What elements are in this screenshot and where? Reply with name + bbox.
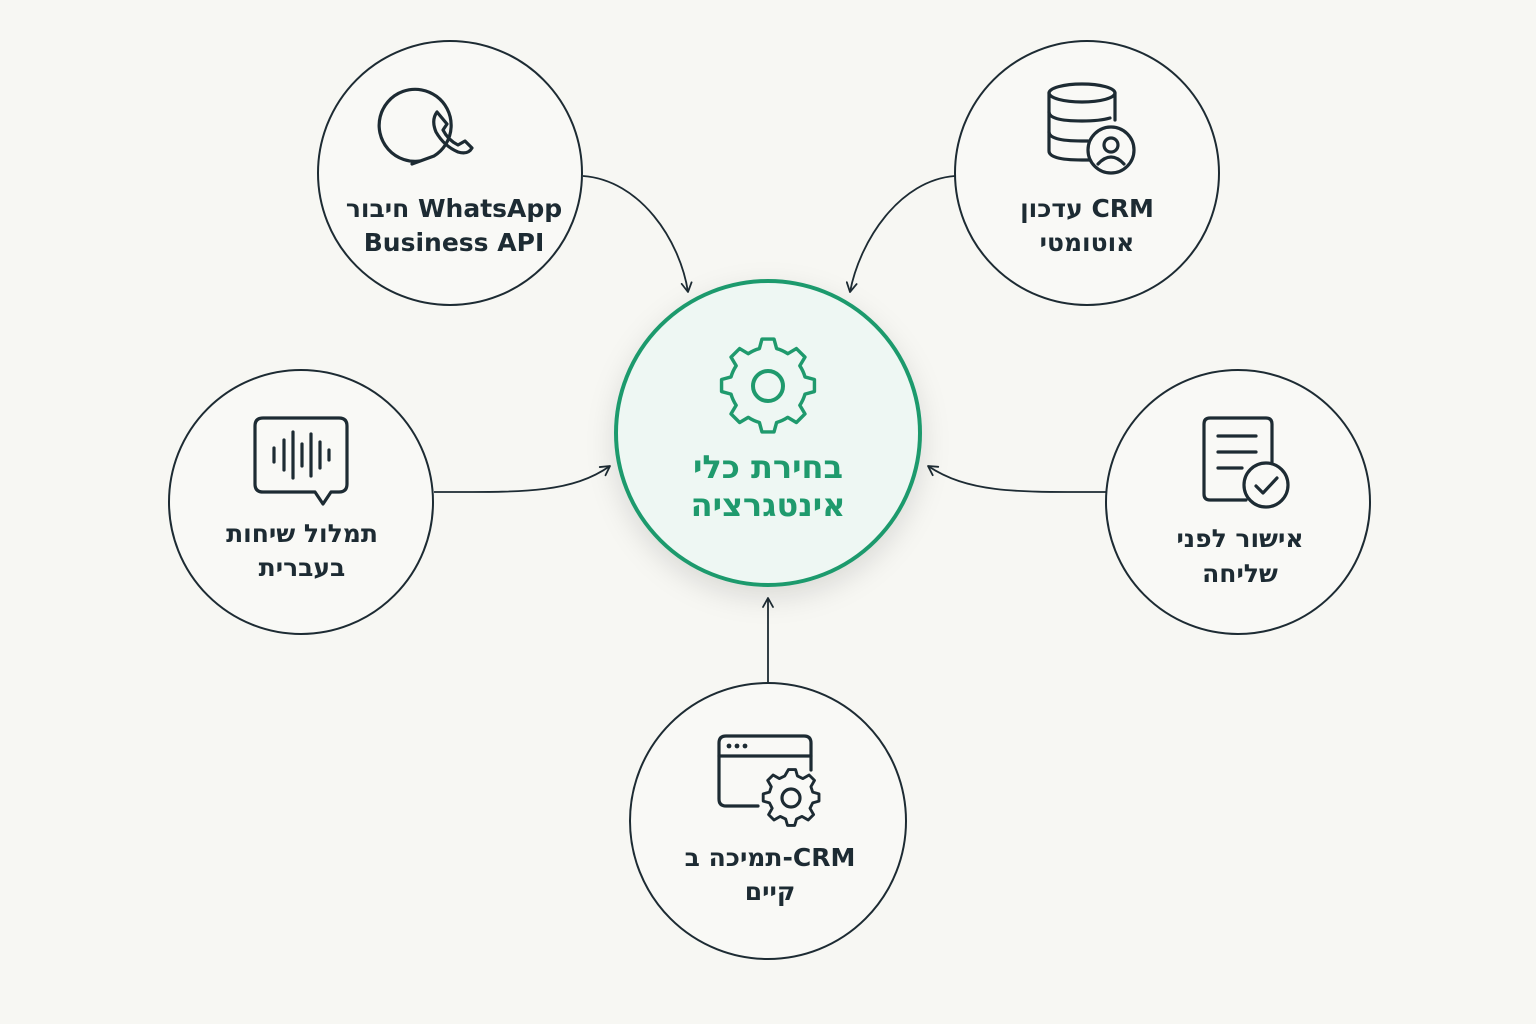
node-crm-update: עדכון CRM אוטומטי: [954, 40, 1220, 306]
node-crm-support: תמיכה ב-CRM קיים: [629, 682, 907, 960]
node-label-line2: בעברית: [259, 553, 346, 582]
node-label-line1: תמיכה ב-CRM: [685, 843, 856, 872]
node-label-line1: חיבור WhatsApp: [346, 194, 562, 223]
connector-approval: [927, 465, 1107, 493]
node-circle: [629, 682, 907, 960]
browser-gear-icon: [717, 734, 821, 827]
connector-transcription: [433, 465, 611, 493]
gear-icon: [719, 337, 817, 434]
center-label-line2: אינטגרציה: [691, 486, 846, 524]
node-center: בחירת כלי אינטגרציה: [614, 279, 922, 587]
connectors: [433, 175, 1107, 682]
node-circle: [954, 40, 1220, 306]
node-circle: [317, 40, 583, 306]
node-label-line1: עדכון CRM: [1020, 194, 1154, 223]
node-label-line2: אוטומטי: [1040, 228, 1135, 257]
database-user-icon: [1047, 82, 1136, 175]
whatsapp-icon: [377, 87, 474, 166]
node-whatsapp: חיבור WhatsApp Business API: [317, 40, 583, 306]
node-circle: [168, 369, 434, 635]
node-label-line1: אישור לפני: [1176, 524, 1303, 553]
center-label-line1: בחירת כלי: [693, 448, 843, 486]
node-transcription: תמלול שיחות בעברית: [168, 369, 434, 635]
voice-message-icon: [253, 416, 349, 506]
document-check-icon: [1202, 416, 1290, 509]
node-approval: אישור לפני שליחה: [1105, 369, 1371, 635]
node-circle: [1105, 369, 1371, 635]
connector-whatsapp: [582, 175, 693, 293]
node-label-line2: Business API: [364, 228, 545, 257]
connector-crm-update: [845, 175, 956, 293]
node-label-line1: תמלול שיחות: [226, 519, 378, 548]
node-label-line2: שליחה: [1202, 559, 1278, 588]
node-label-line2: קיים: [745, 877, 796, 906]
